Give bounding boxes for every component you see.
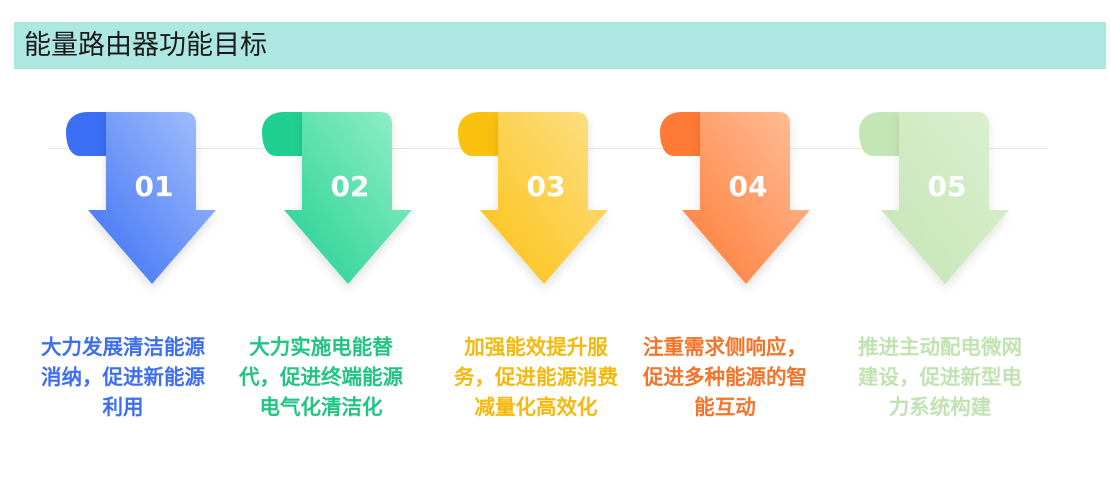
step-description: 大力实施电能替代，促进终端能源电气化清洁化 [239, 335, 403, 419]
step-2: 02 [262, 112, 438, 288]
title-bar: 能量路由器功能目标 [14, 22, 1106, 69]
page-title: 能量路由器功能目标 [24, 30, 267, 61]
step-number: 02 [330, 170, 370, 203]
step-description: 加强能效提升服务，促进能源消费减量化高效化 [454, 335, 618, 419]
step-number: 04 [728, 170, 768, 203]
step-4: 04 [660, 112, 836, 288]
step-number: 01 [134, 170, 174, 203]
step-description: 推进主动配电微网建设，促进新型电力系统构建 [858, 335, 1022, 419]
step-description: 大力发展清洁能源消纳，促进新能源利用 [41, 335, 205, 419]
step-description: 注重需求侧响应，促进多种能源的智能互动 [643, 335, 807, 419]
arrow-down-icon [262, 112, 412, 284]
step-5: 05 [859, 112, 1035, 288]
step-1: 01 [66, 112, 242, 288]
arrow-down-icon [66, 112, 216, 284]
step-number: 03 [526, 170, 566, 203]
arrow-down-icon [660, 112, 810, 284]
step-number: 05 [927, 170, 967, 203]
step-3: 03 [458, 112, 634, 288]
arrow-down-icon [859, 112, 1009, 284]
arrow-down-icon [458, 112, 608, 284]
